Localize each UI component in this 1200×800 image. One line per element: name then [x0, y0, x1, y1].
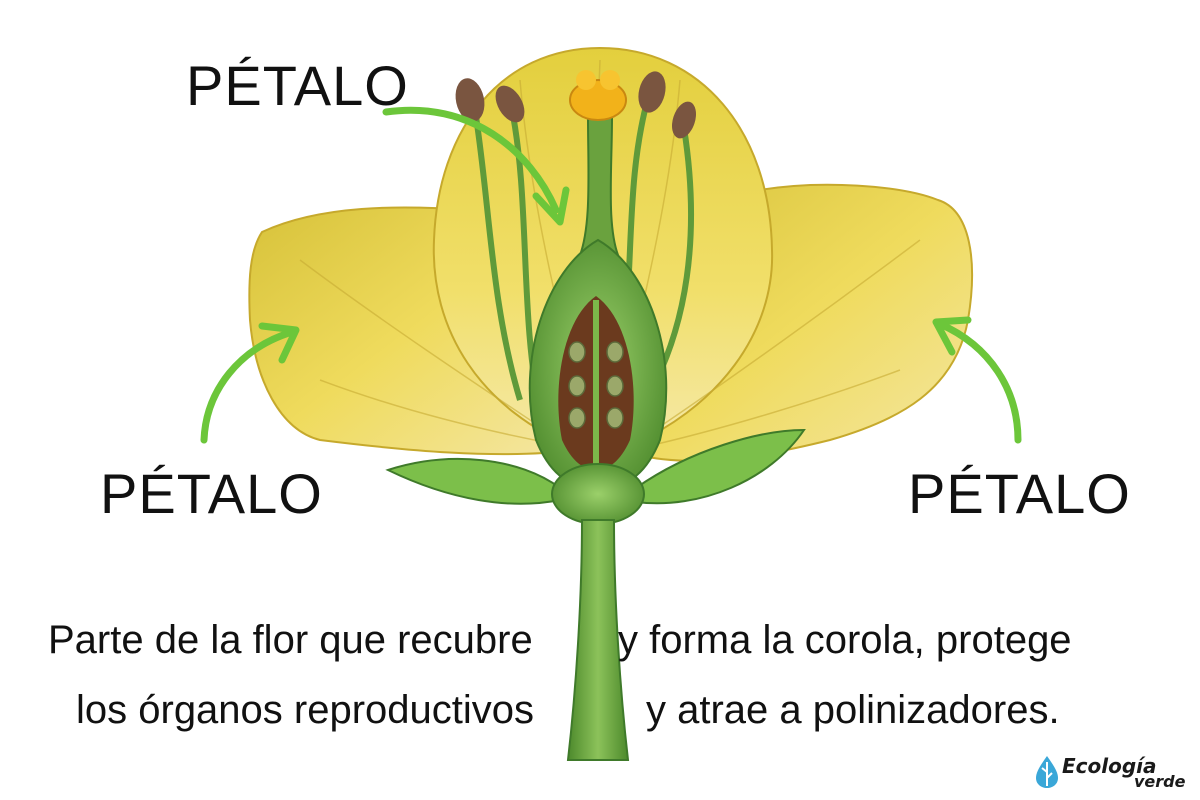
description-line2-right: y atrae a polinizadores. [646, 688, 1060, 732]
petal-label-right: PÉTALO [908, 462, 1131, 525]
description-line1-left: Parte de la flor que recubre [48, 618, 533, 662]
stem [566, 519, 630, 761]
anther-2 [495, 85, 525, 123]
petal-label-top: PÉTALO [186, 54, 409, 117]
leaf-drop-icon [1036, 756, 1058, 788]
stamens [455, 71, 696, 412]
anther-4 [672, 101, 696, 139]
petal-label-left: PÉTALO [100, 462, 323, 525]
left-sepal [385, 458, 561, 505]
brand-logo: Ecología verde [1034, 752, 1194, 794]
receptacle [551, 463, 645, 525]
arrow-right [932, 316, 1022, 444]
arrow-top [382, 106, 570, 226]
anther-3 [638, 71, 666, 113]
stigma [569, 79, 627, 121]
right-sepal [635, 428, 806, 505]
ovules [568, 341, 624, 429]
brand-name-line2: verde [1134, 772, 1186, 791]
anther-1 [455, 78, 485, 122]
brand-name-line1: Ecología [1062, 754, 1157, 778]
description-line1-right: y forma la corola, protege [618, 618, 1072, 662]
arrow-left [200, 322, 300, 444]
description-line2-left: los órganos reproductivos [76, 688, 535, 732]
